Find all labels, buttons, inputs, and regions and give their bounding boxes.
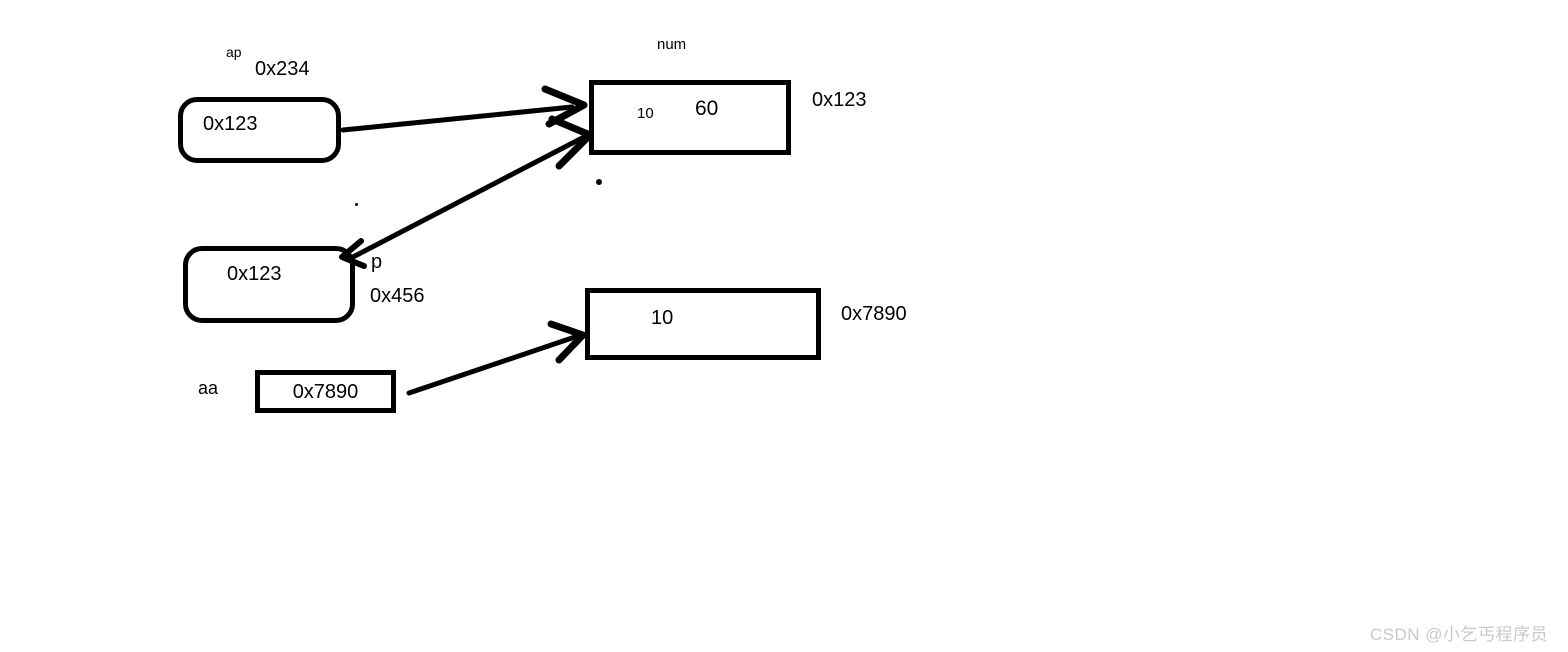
p-value-box: 0x123 [183,246,355,323]
ten-address-label: 0x7890 [841,303,907,325]
arrow-p-to-num-line [348,133,589,261]
ink-dot [596,179,602,185]
ap-var-name-label: ap [226,44,242,60]
ap-value-box: 0x123 [178,97,341,163]
num-old-value-text: 10 [637,105,654,122]
csdn-watermark: CSDN @小乞丐程序员 [1369,625,1548,644]
p-address-label: 0x456 [370,285,425,307]
num-var-name-label: num [657,36,687,53]
arrow-aa-to-ten-head [547,320,587,364]
arrow-ap-to-num-head [541,85,588,128]
aa-value-text: 0x7890 [292,380,359,403]
ink-dot [355,203,358,206]
aa-value-box: 0x7890 [255,370,396,413]
p-var-name-label: p [371,251,383,273]
ap-value-text: 0x123 [203,113,258,135]
aa-var-name-label: aa [198,378,219,398]
arrow-aa-to-ten-line [406,334,578,396]
ten-value-box: 10 [585,288,821,360]
num-value-text: 60 [695,97,719,120]
num-address-label: 0x123 [812,89,867,111]
ten-value-text: 10 [651,307,674,329]
p-value-text: 0x123 [227,263,282,285]
ap-address-label: 0x234 [255,58,310,80]
arrow-ap-to-num-line [340,104,575,133]
num-value-box: 10 60 [589,80,791,155]
